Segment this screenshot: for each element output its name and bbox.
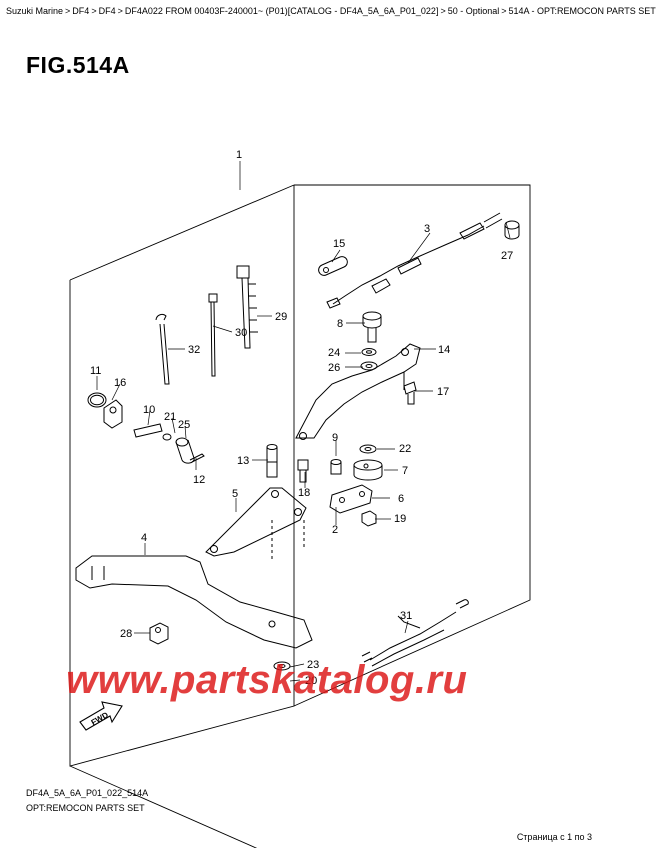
bracket-part-4 — [75, 555, 313, 649]
callout-19: 19 — [394, 513, 406, 525]
callout-14: 14 — [438, 344, 450, 356]
watermark: www.partskatalog.ru — [66, 658, 468, 702]
callout-5: 5 — [232, 488, 238, 500]
breadcrumb-separator: > — [440, 6, 446, 16]
nut-part-19 — [361, 510, 377, 527]
callout-25: 25 — [178, 419, 190, 431]
breadcrumb-link-suzuki-marine[interactable]: Suzuki Marine — [6, 6, 64, 16]
cable-tie-part-32 — [155, 313, 170, 385]
callout-29: 29 — [275, 311, 287, 323]
callout-31: 31 — [400, 610, 412, 622]
cable-tie-part-29 — [236, 265, 258, 349]
figure-description: OPT:REMOCON PARTS SET — [26, 803, 145, 813]
bolt-part-8 — [362, 311, 382, 343]
callout-18: 18 — [298, 487, 310, 499]
callout-3: 3 — [424, 223, 430, 235]
callout-21: 21 — [164, 411, 176, 423]
callout-11: 11 — [90, 365, 101, 377]
cable-end-part-15 — [318, 256, 348, 276]
figure-code: DF4A_5A_6A_P01_022_514A — [26, 788, 149, 798]
bolt-part-28 — [149, 622, 169, 645]
washer-part-23 — [273, 661, 291, 671]
throttle-cable-part-3 — [326, 212, 503, 309]
callout-16: 16 — [114, 377, 126, 389]
callout-1: 1 — [236, 149, 242, 161]
breadcrumb-separator: > — [501, 6, 507, 16]
washer-parts-24-26 — [360, 348, 378, 371]
bolt-part-18 — [297, 459, 309, 483]
set-box-outline — [69, 184, 531, 848]
breadcrumb-link-df4[interactable]: DF4 — [72, 6, 90, 16]
callout-15: 15 — [333, 238, 345, 250]
washer-part-21 — [162, 433, 172, 441]
callout-22: 22 — [399, 443, 411, 455]
breadcrumb-link-catalog[interactable]: DF4A022 FROM 00403F-240001~ (P01)[CATALO… — [124, 6, 439, 16]
callout-30: 30 — [235, 327, 247, 339]
callout-6: 6 — [398, 493, 404, 505]
page-info: Страница с 1 по 3 — [516, 832, 592, 842]
bracket-part-5 — [205, 487, 307, 560]
breadcrumb-link-df4-model[interactable]: DF4 — [98, 6, 116, 16]
callout-9: 9 — [332, 432, 338, 444]
breadcrumb-current: 514A - OPT:REMOCON PARTS SET — [508, 6, 656, 16]
callout-20: 20 — [305, 675, 317, 687]
bolt-part-17 — [403, 381, 417, 405]
breadcrumb-separator: > — [65, 6, 71, 16]
callout-26: 26 — [328, 362, 340, 374]
breadcrumb-separator: > — [117, 6, 123, 16]
bushing-part-27 — [504, 220, 520, 240]
cable-tie-part-30 — [208, 293, 218, 377]
leader-lines — [96, 161, 511, 682]
oring-part-11 — [87, 392, 107, 408]
parts-diagram: 1 2 3 4 5 6 7 8 9 10 11 12 13 14 15 16 1… — [69, 149, 531, 848]
callout-17: 17 — [437, 386, 449, 398]
clip-part-12 — [189, 453, 205, 463]
lever-part-14 — [295, 343, 421, 440]
callout-32: 32 — [188, 344, 200, 356]
harness-part-31 — [361, 599, 469, 667]
fwd-arrow-icon: FWD — [79, 701, 123, 731]
callout-7: 7 — [402, 465, 408, 477]
callout-27: 27 — [501, 250, 513, 262]
callout-12: 12 — [193, 474, 205, 486]
bolt-part-9 — [330, 459, 342, 475]
bolt-part-13 — [266, 444, 278, 478]
holder-part-16 — [103, 399, 123, 429]
callout-24: 24 — [328, 347, 340, 359]
breadcrumb: Suzuki Marine>DF4>DF4>DF4A022 FROM 00403… — [6, 5, 656, 17]
friction-piece-part-7 — [353, 459, 383, 481]
washer-part-22 — [359, 444, 377, 454]
plate-part-6 — [329, 484, 373, 514]
callout-13: 13 — [237, 455, 249, 467]
callout-28: 28 — [120, 628, 132, 640]
callout-23: 23 — [307, 659, 319, 671]
callout-10: 10 — [143, 404, 155, 416]
callout-4: 4 — [141, 532, 147, 544]
pin-part-10 — [133, 423, 163, 438]
callout-labels: 1 2 3 4 5 6 7 8 9 10 11 12 13 14 15 16 1… — [90, 149, 513, 687]
callout-2: 2 — [332, 524, 338, 536]
breadcrumb-separator: > — [91, 6, 97, 16]
breadcrumb-link-optional[interactable]: 50 - Optional — [447, 6, 500, 16]
callout-8: 8 — [337, 318, 343, 330]
figure-title: FIG.514A — [26, 52, 130, 78]
